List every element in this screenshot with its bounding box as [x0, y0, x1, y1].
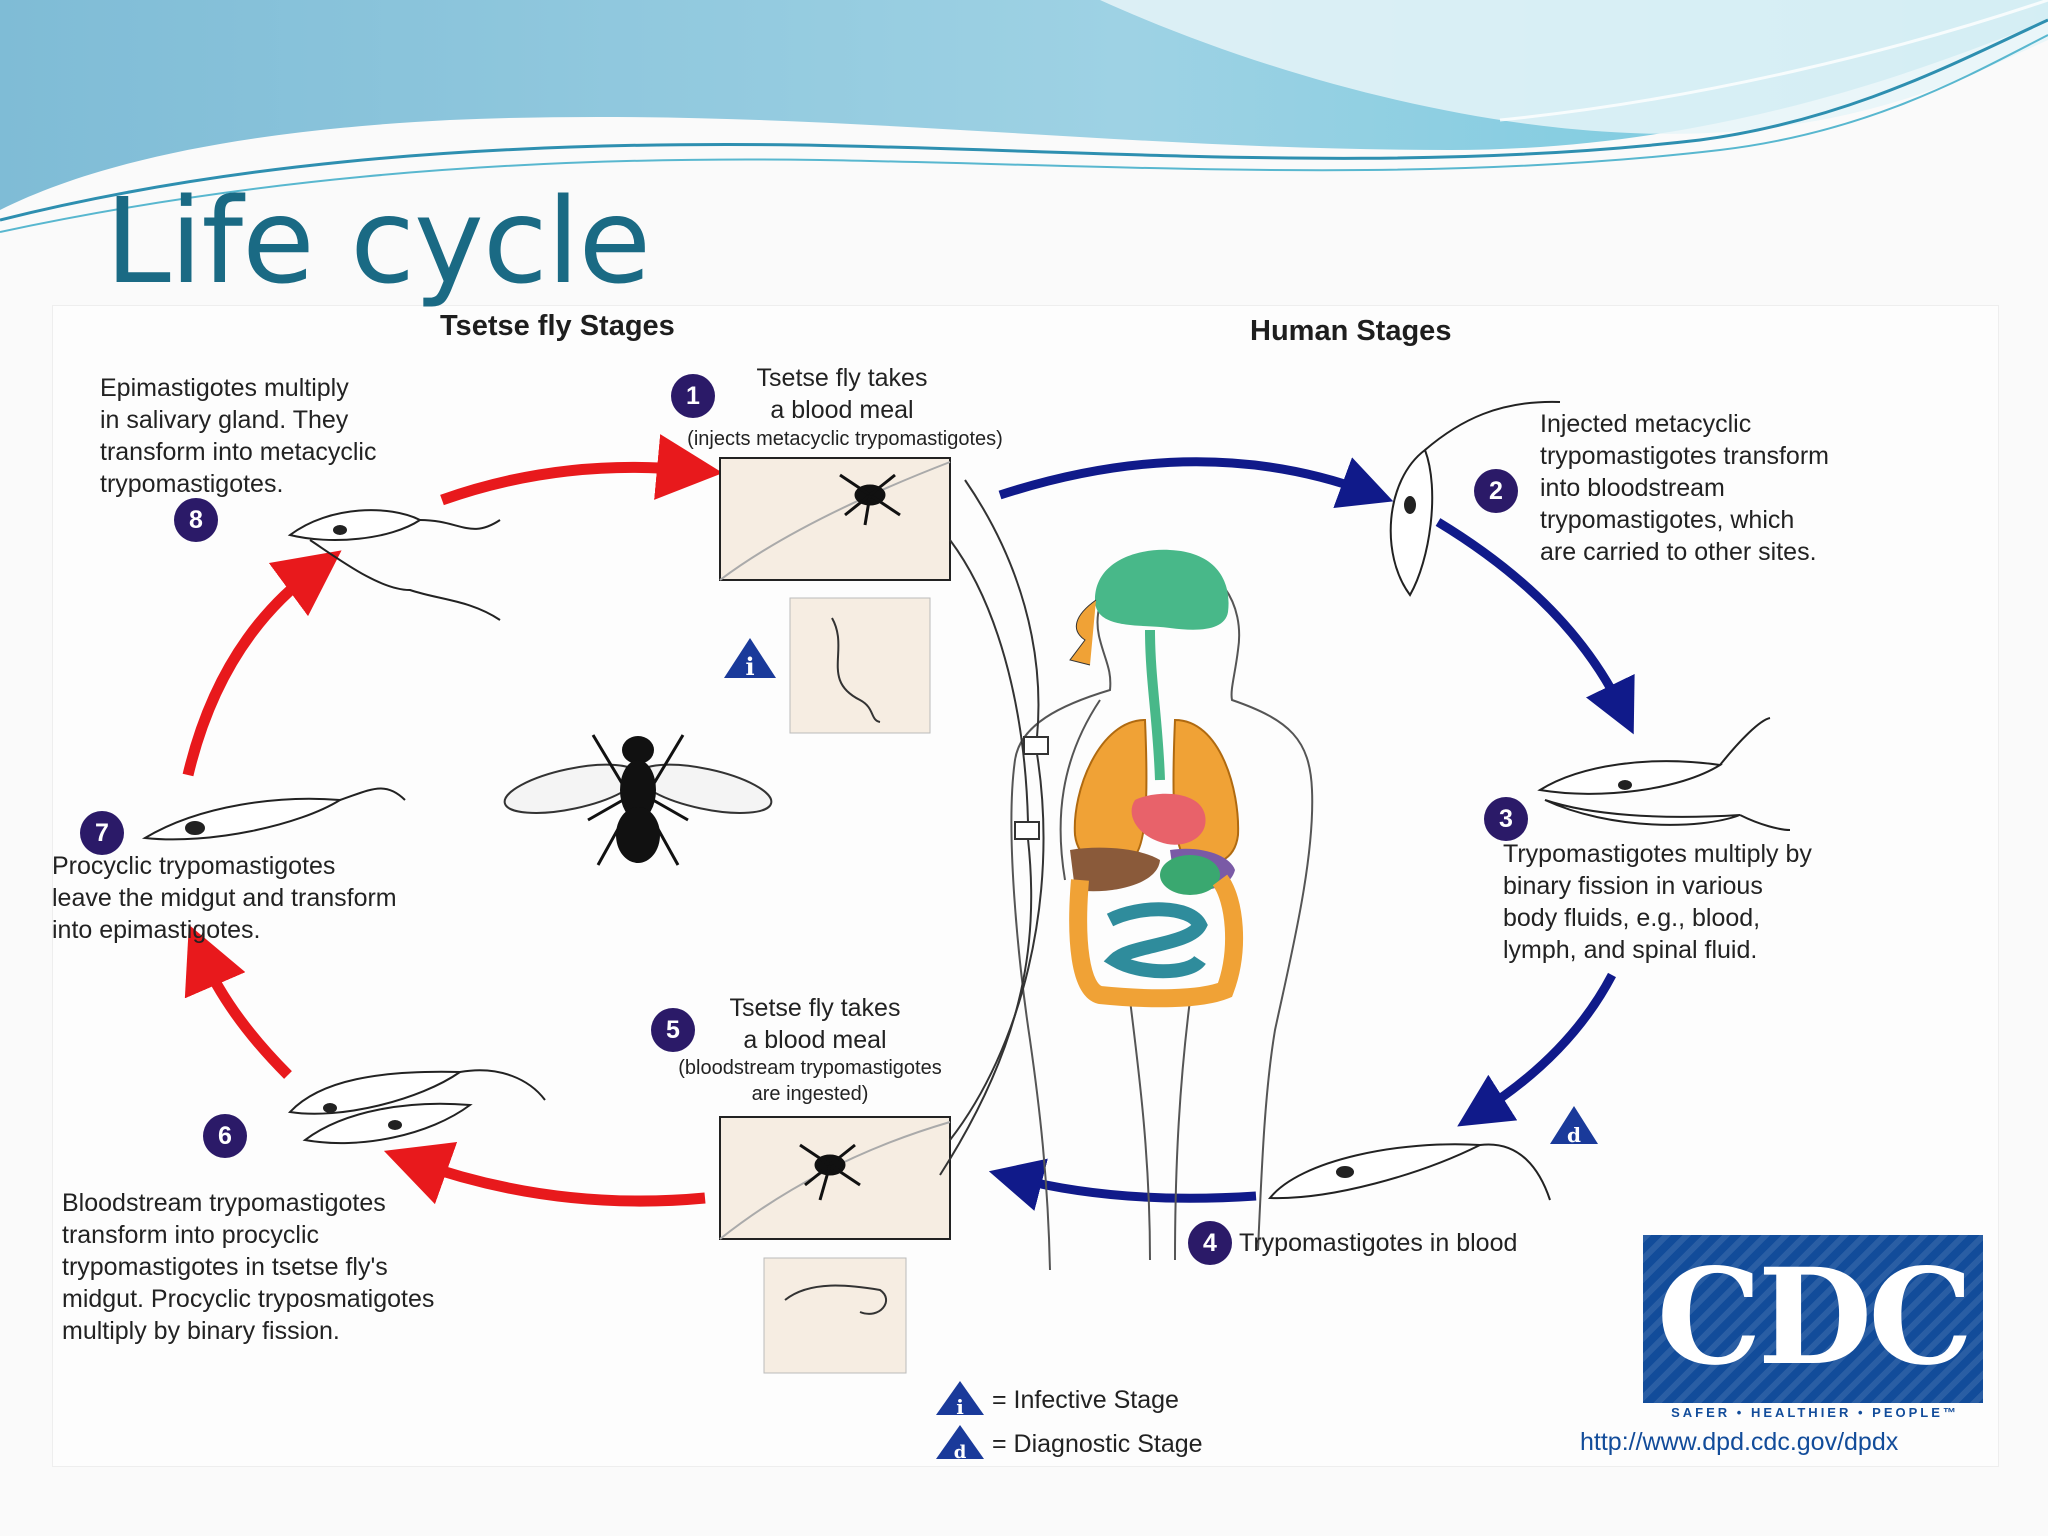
fly-bite-box-top [719, 457, 951, 734]
arrow-7-to-8 [182, 550, 342, 777]
step-1-text: Tsetse fly takes a blood meal [756, 364, 928, 424]
slide-title: Life cycle [105, 172, 651, 310]
diagnostic-stage-marker: d [1548, 1104, 1600, 1151]
cdc-logo: CDC [1643, 1235, 1983, 1403]
tsetse-fly-icon [503, 734, 773, 866]
human-body-icon [939, 479, 1314, 1271]
cdc-tagline: SAFER • HEALTHIER • PEOPLE™ [1671, 1405, 1959, 1420]
step-badge-4: 4 [1188, 1221, 1232, 1265]
step-badge-2: 2 [1474, 469, 1518, 513]
arrow-5-to-6 [383, 1142, 706, 1207]
fly-bite-box-bottom [719, 1116, 951, 1374]
step-2-text: Injected metacyclic trypomastigotes tran… [1540, 410, 1829, 566]
infective-stage-marker: i [722, 636, 778, 685]
header-wave-banner [0, 0, 2048, 233]
step-7-text: Procyclic trypomastigotes leave the midg… [52, 852, 397, 944]
step-3-text: Trypomastigotes multiply by binary fissi… [1503, 840, 1812, 964]
step-5-note: (bloodstream trypomastigotes are ingeste… [678, 1057, 942, 1105]
step-badge-5: 5 [651, 1008, 695, 1052]
step-badge-8: 8 [174, 498, 218, 542]
legend-infective-icon: i [934, 1380, 986, 1421]
legend-infective-label: = Infective Stage [992, 1386, 1179, 1414]
step-badge-6: 6 [203, 1114, 247, 1158]
arrow-4-to-5 [988, 1158, 1257, 1211]
legend-diagnostic-icon: d [934, 1424, 986, 1465]
arrow-2-to-3 [1435, 518, 1635, 735]
step-badge-3: 3 [1484, 797, 1528, 841]
header-tsetse-fly-stages: Tsetse fly Stages [440, 310, 675, 342]
step-6-text: Bloodstream trypomastigotes transform in… [62, 1189, 435, 1345]
arrow-6-to-7 [184, 924, 292, 1079]
source-url: http://www.dpd.cdc.gov/dpdx [1580, 1428, 1899, 1456]
step-5-text: Tsetse fly takes a blood meal [729, 994, 901, 1054]
step-4-text: Trypomastigotes in blood [1239, 1229, 1518, 1257]
arrow-8-to-1 [440, 434, 723, 506]
arrow-1-to-2 [998, 457, 1394, 508]
trypanosome-icon [141, 400, 1791, 1201]
header-human-stages: Human Stages [1250, 315, 1452, 347]
step-badge-7: 7 [80, 811, 124, 855]
arrow-3-to-4 [1457, 972, 1616, 1127]
cdc-logo-text: CDC [1656, 1240, 1974, 1395]
step-1-note: (injects metacyclic trypomastigotes) [687, 428, 1003, 450]
step-badge-1: 1 [671, 374, 715, 418]
step-8-text: Epimastigotes multiply in salivary gland… [100, 374, 377, 498]
legend-diagnostic-label: = Diagnostic Stage [992, 1430, 1203, 1458]
